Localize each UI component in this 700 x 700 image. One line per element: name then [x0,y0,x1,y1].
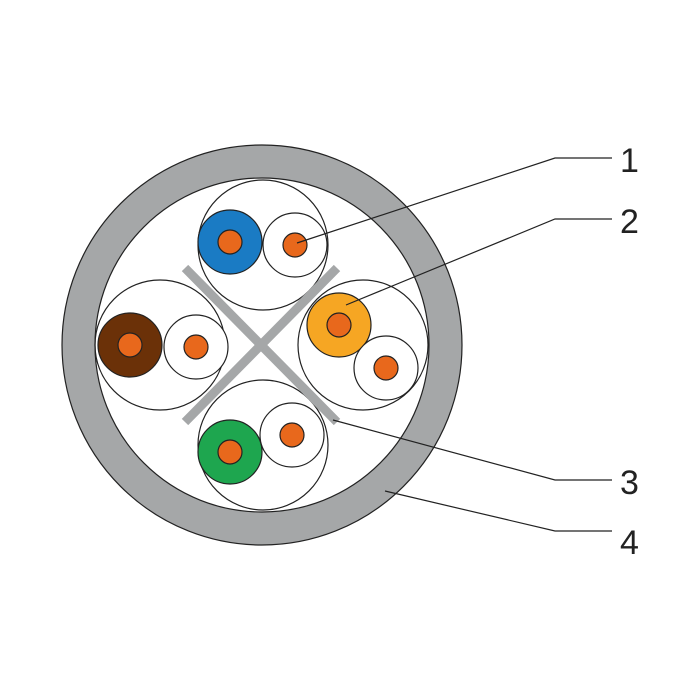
leader-line-1 [296,157,612,244]
label-2: 2 [620,203,639,241]
pair-group-right [297,279,429,411]
label-1: 1 [620,142,639,180]
brown-pair [97,312,229,380]
cross-filler [181,264,341,426]
blue-pair [197,209,328,278]
orange-pair [306,292,419,401]
label-3: 3 [620,464,639,502]
green-pair [197,402,325,485]
leader-line-4 [384,490,612,532]
label-4: 4 [620,524,639,562]
leader-line-3 [332,419,612,481]
pair-group-bottom [197,379,329,511]
leader-line-2 [345,218,612,306]
